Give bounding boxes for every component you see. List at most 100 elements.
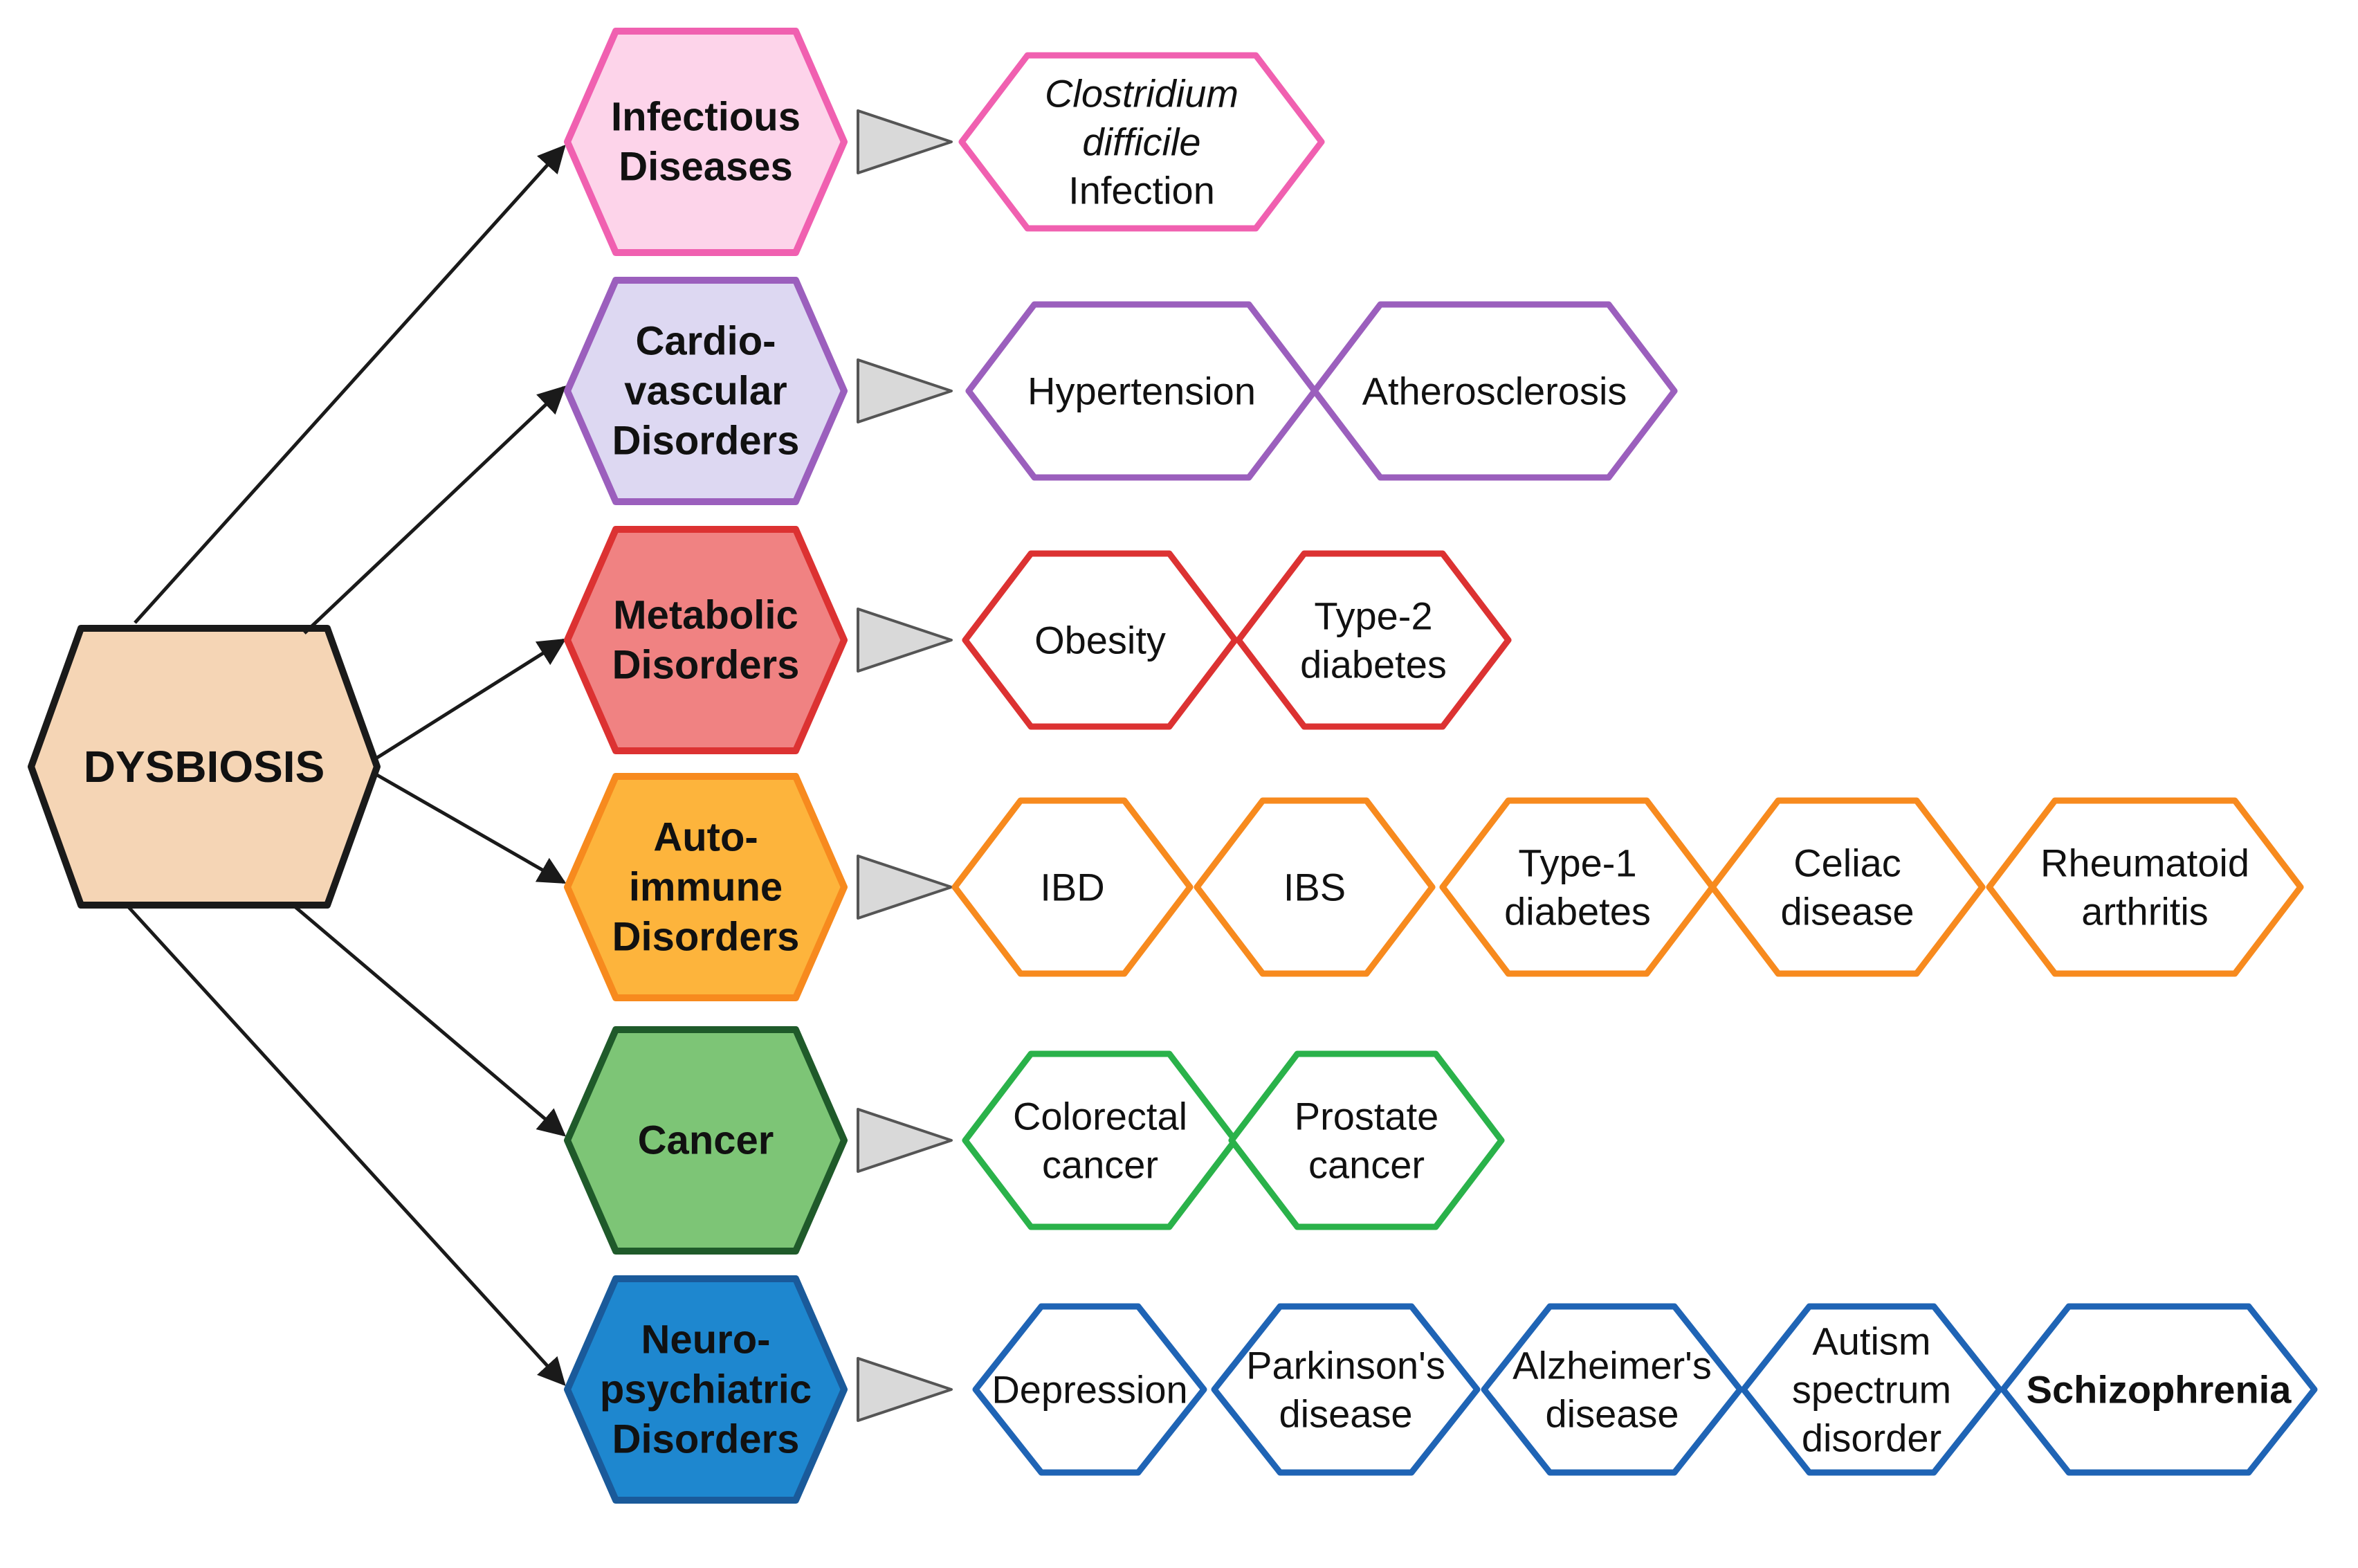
metabolic-item-0: Obesity (962, 550, 1239, 730)
cardiovascular-item-0-hexagon (965, 301, 1318, 481)
arrow-to-cardiovascular (303, 385, 566, 635)
neuropsychiatric-item-1-line-1: disease (1279, 1392, 1412, 1436)
cardiovascular-label-line-0: Cardio- (636, 319, 776, 364)
autoimmune-item-3-hexagon (1709, 797, 1986, 977)
neuropsychiatric-item-4: Schizophrenia (2000, 1303, 2318, 1476)
neuropsychiatric-item-1-hexagon (1211, 1303, 1481, 1476)
infectious-item-0-line-1: difficile (1082, 120, 1200, 164)
autoimmune-item-2-line-0: Type-1 (1518, 841, 1636, 885)
cardiovascular-label-line-2: Disorders (612, 419, 800, 464)
neuropsychiatric-item-3-line-2: disorder (1802, 1416, 1941, 1460)
neuropsychiatric-label-line-2: Disorders (612, 1417, 800, 1462)
neuropsychiatric-label-line-1: psychiatric (600, 1367, 812, 1412)
infectious-pointer-icon (857, 109, 953, 174)
arrow-to-cancer (289, 902, 567, 1137)
infectious-item-0-line-2: Infection (1068, 169, 1215, 212)
dysbiosis-hexagon (28, 625, 381, 909)
autoimmune-item-1-line-0: IBS (1283, 866, 1346, 909)
cancer-item-0: Colorectal cancer (962, 1050, 1239, 1230)
metabolic-label-line-1: Disorders (612, 643, 800, 688)
autoimmune-item-2-hexagon (1439, 797, 1716, 977)
metabolic-item-0-line-0: Obesity (1034, 619, 1166, 662)
cancer-item-1: Prostate cancer (1228, 1050, 1505, 1230)
autoimmune-hexagon (564, 773, 848, 1001)
cardiovascular-item-0-line-0: Hypertension (1027, 370, 1256, 413)
neuropsychiatric-hexagon (564, 1275, 848, 1504)
neuropsychiatric-item-4-hexagon (2000, 1303, 2318, 1476)
autoimmune-item-4-hexagon (1986, 797, 2304, 977)
neuropsychiatric-item-3-hexagon (1740, 1303, 2003, 1476)
neuropsychiatric-item-4-line-0: Schizophrenia (2027, 1368, 2292, 1412)
neuropsychiatric-item-2-line-0: Alzheimer's (1512, 1344, 1712, 1387)
infectious-label-line-0: Infectious (611, 95, 801, 140)
autoimmune-item-4-line-0: Rheumatoid (2040, 841, 2249, 885)
metabolic-hexagon (564, 526, 848, 754)
arrow-to-infectious (134, 145, 566, 624)
cancer-item-0-line-0: Colorectal (1013, 1095, 1187, 1138)
neuropsychiatric-item-2: Alzheimer's disease (1481, 1303, 1744, 1476)
autoimmune-item-4: Rheumatoid arthritis (1986, 797, 2304, 977)
neuropsychiatric-item-0: Depression (972, 1303, 1207, 1476)
neuropsychiatric-item-1-line-0: Parkinson's (1246, 1344, 1445, 1387)
autoimmune-label-line-1: immune (629, 865, 783, 910)
autoimmune-item-1: IBS (1194, 797, 1436, 977)
autoimmune-item-0-line-0: IBD (1040, 866, 1104, 909)
autoimmune-item-0: IBD (951, 797, 1194, 977)
cardiovascular-item-1-line-0: Atherosclerosis (1362, 370, 1627, 413)
autoimmune-pointer-icon (857, 855, 953, 920)
autoimmune-label-line-0: Auto- (653, 815, 758, 860)
cardiovascular-hexagon (564, 277, 848, 505)
metabolic-item-0-hexagon (962, 550, 1239, 730)
cardiovascular-label-line-1: vascular (624, 369, 787, 414)
arrow-to-metabolic (376, 638, 567, 760)
arrow-to-neuropsychiatric (127, 905, 566, 1386)
cardiovascular-item-1: Atherosclerosis (1311, 301, 1678, 481)
dysbiosis-node: DYSBIOSIS (28, 625, 381, 909)
arrow-to-autoimmune (376, 773, 567, 884)
infectious-hexagon (564, 28, 848, 256)
cardiovascular-pointer-icon (857, 358, 953, 423)
cancer-pointer-icon (857, 1108, 953, 1173)
cancer-item-0-line-1: cancer (1042, 1143, 1158, 1187)
cancer-item-1-hexagon (1228, 1050, 1505, 1230)
cancer-item-1-line-1: cancer (1308, 1143, 1425, 1187)
infectious-label-line-1: Diseases (619, 145, 793, 190)
metabolic-item-1-line-1: diabetes (1300, 643, 1447, 686)
cancer-item-0-hexagon (962, 1050, 1239, 1230)
autoimmune-item-2: Type-1 diabetes (1439, 797, 1716, 977)
neuropsychiatric-pointer-icon (857, 1357, 953, 1422)
metabolic-item-1-hexagon (1235, 550, 1512, 730)
autoimmune-item-3-line-0: Celiac (1793, 841, 1901, 885)
autoimmune-item-0-hexagon (951, 797, 1194, 977)
autoimmune-item-2-line-1: diabetes (1504, 890, 1651, 933)
cardiovascular-item-1-hexagon (1311, 301, 1678, 481)
neuropsychiatric-item-0-hexagon (972, 1303, 1207, 1476)
autoimmune-item-1-hexagon (1194, 797, 1436, 977)
autoimmune-label-line-2: Disorders (612, 915, 800, 960)
dysbiosis-label: DYSBIOSIS (84, 742, 325, 792)
neuropsychiatric-item-0-line-0: Depression (991, 1368, 1187, 1412)
cancer-hexagon (564, 1026, 848, 1255)
metabolic-pointer-icon (857, 608, 953, 673)
metabolic-label-line-0: Metabolic (613, 593, 798, 638)
neuropsychiatric-item-3-line-1: spectrum (1792, 1368, 1951, 1412)
neuropsychiatric-label-line-0: Neuro- (641, 1318, 771, 1362)
category-cancer: Cancer Colorectal cancer Prostate cancer (289, 902, 1505, 1255)
neuropsychiatric-item-2-hexagon (1481, 1303, 1744, 1476)
autoimmune-item-4-line-1: arthritis (2081, 890, 2209, 933)
neuropsychiatric-item-1: Parkinson's disease (1211, 1303, 1481, 1476)
cancer-item-1-line-0: Prostate (1295, 1095, 1439, 1138)
cancer-label-line-0: Cancer (638, 1118, 774, 1163)
neuropsychiatric-item-2-line-1: disease (1545, 1392, 1679, 1436)
infectious-item-0-line-0: Clostridium (1045, 72, 1239, 116)
